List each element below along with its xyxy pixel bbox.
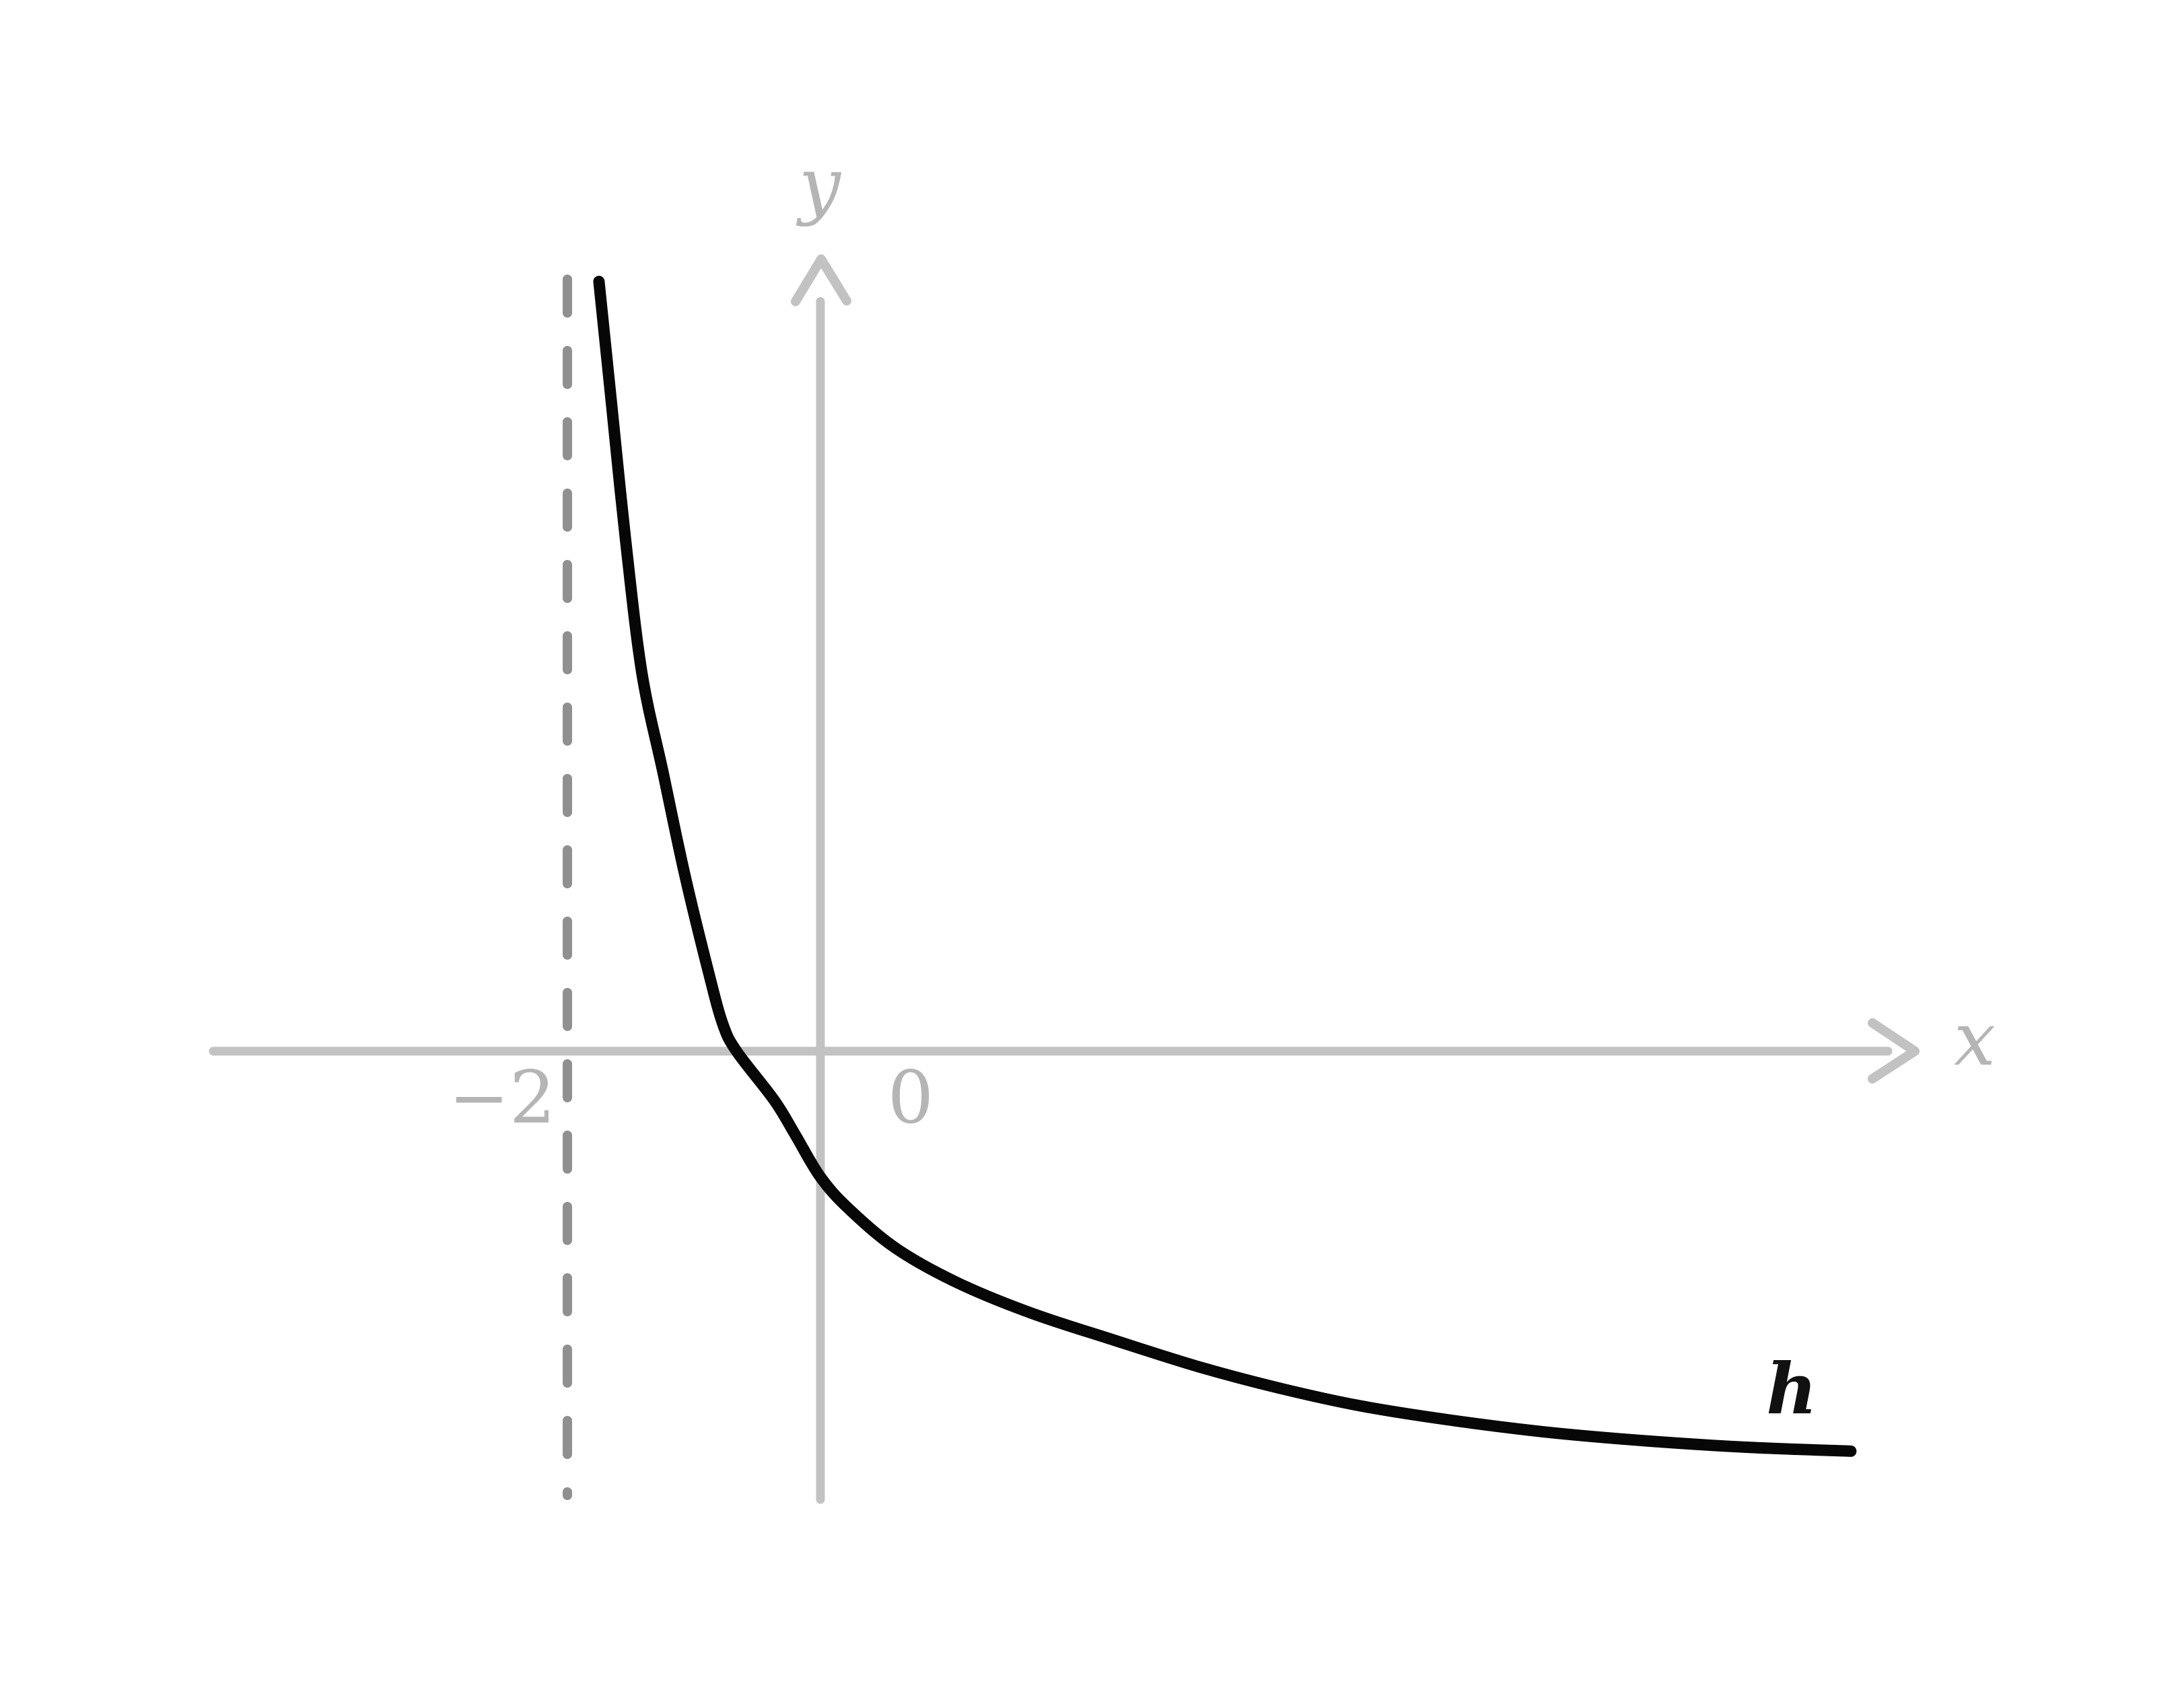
x-axis-arrowhead-icon	[1868, 1018, 1920, 1083]
curve-label: h	[1766, 1347, 1817, 1430]
y-axis-label: y	[796, 141, 842, 227]
origin-tick-label: 0	[888, 1056, 934, 1140]
x-axis-label: x	[1954, 996, 1996, 1082]
asymptote-tick-label: −2	[448, 1056, 555, 1140]
axes-group	[209, 254, 1920, 1504]
y-axis-arrowhead-icon	[791, 254, 851, 306]
function-curve	[593, 275, 1857, 1457]
